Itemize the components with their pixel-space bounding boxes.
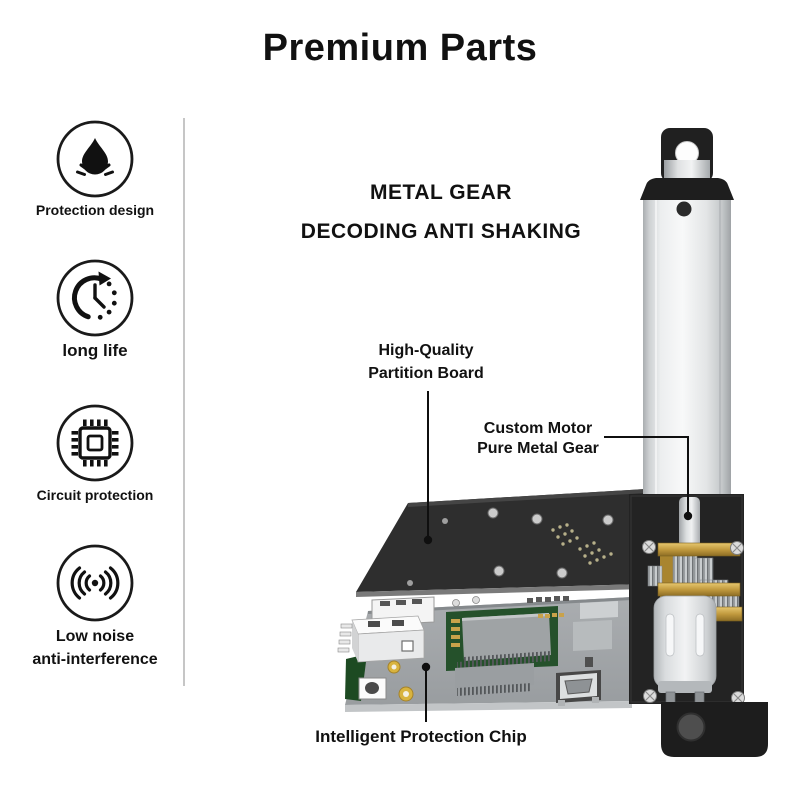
headline-line1: METAL GEAR xyxy=(370,181,512,204)
partition-board-graphic xyxy=(356,489,646,597)
actuator-graphic xyxy=(629,128,768,757)
feature-label-line2: anti-interference xyxy=(32,651,158,668)
feature-low-noise xyxy=(0,541,190,625)
feature-long-life xyxy=(0,256,190,340)
page-title: Premium Parts xyxy=(262,27,538,69)
callout-text: Pure Metal Gear xyxy=(477,440,599,457)
callout-lines xyxy=(425,391,689,722)
feature-protection-design xyxy=(0,117,190,201)
callout-protection-chip: Intelligent Protection Chip xyxy=(271,727,571,747)
callout-dots xyxy=(421,511,693,672)
headline-line2: DECODING ANTI SHAKING xyxy=(300,220,582,243)
callout-motor-gear: Custom Motor Pure Metal Gear xyxy=(438,419,638,459)
vertical-divider xyxy=(183,118,185,686)
motor-graphic xyxy=(653,595,717,705)
callout-text: Intelligent Protection Chip xyxy=(315,727,527,746)
feature-circuit-protection xyxy=(0,401,190,485)
circuit-board-graphic xyxy=(337,596,632,712)
water-drop-icon xyxy=(56,120,134,198)
callout-text: Partition Board xyxy=(368,365,484,382)
vent-holes xyxy=(551,523,613,565)
connector-blocks xyxy=(337,596,435,663)
callout-text: Custom Motor xyxy=(483,420,593,437)
mini-usb-graphic xyxy=(556,670,601,706)
housing-screws xyxy=(642,540,745,705)
chip-icon xyxy=(56,404,134,482)
feature-label: Protection design xyxy=(35,202,155,218)
clock-icon xyxy=(56,259,134,337)
feature-label: Circuit protection xyxy=(36,487,154,503)
callout-partition-board: High-Quality Partition Board xyxy=(326,339,526,385)
feature-label: long life xyxy=(62,341,128,360)
feature-label: Low noise xyxy=(55,628,135,645)
sound-waves-icon xyxy=(56,544,134,622)
callout-line-motor-gear xyxy=(604,436,689,512)
callout-text: High-Quality xyxy=(378,342,474,359)
